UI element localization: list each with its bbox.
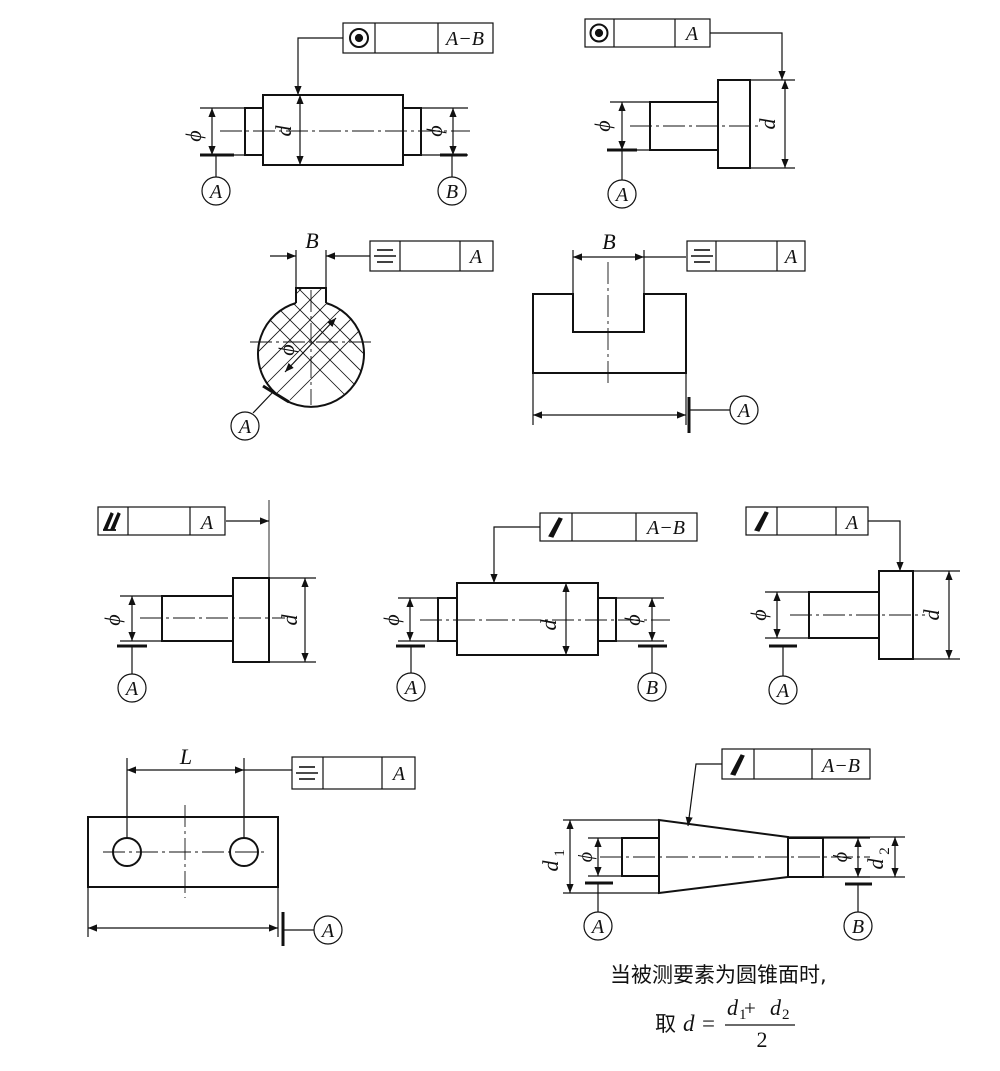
- d-label: d: [277, 614, 302, 626]
- feature-control-frame: [686, 240, 806, 272]
- datum-reference: A: [199, 512, 214, 534]
- circular-runout-icon: [548, 517, 563, 538]
- symmetry-icon: [296, 766, 318, 780]
- datum-reference: A−B: [820, 755, 860, 777]
- datum-reference: A: [468, 246, 483, 268]
- feature-control-frame: [539, 512, 698, 542]
- datum-reference: A: [391, 763, 406, 785]
- svg-text:取: 取: [655, 1012, 676, 1036]
- svg-text:d: d: [863, 858, 888, 870]
- d2-label: d 2: [863, 847, 893, 869]
- datum-reference: A: [844, 512, 859, 534]
- datum-a-label: A: [614, 184, 629, 206]
- concentricity-icon: [349, 28, 369, 48]
- cone-note-text: 当被测要素为圆锥面时,: [610, 963, 827, 987]
- svg-text:1: 1: [739, 1007, 747, 1023]
- figure-cone-runout-a-b: [563, 748, 905, 941]
- phi-label: ϕ: [620, 614, 645, 625]
- feature-control-frame: [97, 506, 226, 536]
- phi-label: ϕ: [590, 120, 615, 131]
- datum-reference: A: [783, 246, 798, 268]
- circular-runout-icon: [754, 511, 769, 532]
- symmetry-icon: [374, 249, 396, 263]
- datum-a-label: A: [124, 678, 139, 700]
- d-label: d: [755, 118, 780, 130]
- phi-label: ϕ: [379, 614, 404, 625]
- feature-control-frame: [745, 506, 869, 536]
- datum-a-label: A: [403, 677, 418, 699]
- cone-formula: 取 d = d 1 + d 2 2: [655, 995, 790, 1052]
- svg-text:2: 2: [782, 1007, 790, 1023]
- datum-reference: A: [684, 23, 699, 45]
- datum-a-label: A: [775, 680, 790, 702]
- figure-shaft-concentricity-a-b: [200, 22, 494, 206]
- svg-text:1: 1: [552, 849, 568, 857]
- slot-width-label: B: [305, 228, 318, 253]
- svg-text:+: +: [744, 996, 756, 1020]
- figure-slot-symmetry: [532, 240, 806, 433]
- svg-text:d: d: [727, 995, 739, 1020]
- concentricity-icon: [589, 23, 609, 43]
- phi-label: ϕ: [746, 609, 771, 620]
- figure-plate-holes-symmetry: [87, 756, 416, 946]
- svg-text:2: 2: [877, 847, 893, 855]
- datum-reference: A−B: [444, 28, 484, 50]
- feature-control-frame: [369, 240, 494, 272]
- feature-control-frame: [584, 18, 711, 48]
- total-runout-icon: [103, 512, 121, 531]
- figure-shaft-runout-a-b: [396, 512, 698, 702]
- datum-b-label: B: [446, 181, 458, 203]
- phi-label: ϕ: [274, 344, 299, 355]
- datum-b-label: B: [646, 677, 658, 699]
- svg-text:d: d: [770, 995, 782, 1020]
- phi-label: ϕ: [422, 125, 447, 136]
- datum-b-label: B: [852, 916, 864, 938]
- datum-a-label: A: [736, 400, 751, 422]
- hole-spacing-label: L: [179, 744, 192, 769]
- phi-label: ϕ: [100, 614, 125, 625]
- figure-step-concentricity-a: [584, 18, 795, 209]
- phi-label: ϕ: [181, 130, 206, 141]
- svg-text:d: d: [538, 860, 563, 872]
- svg-text:2: 2: [757, 1027, 768, 1052]
- svg-text:d: d: [683, 1011, 695, 1036]
- symmetry-icon: [691, 249, 713, 263]
- figure-face-total-runout: [97, 500, 316, 703]
- datum-reference: A−B: [645, 517, 685, 539]
- figure-step-runout-a: [745, 506, 960, 705]
- phi-label: ϕ: [575, 852, 597, 862]
- figure-keyway-symmetry: [230, 240, 494, 441]
- d-label: d: [536, 619, 561, 631]
- feature-control-frame: [721, 748, 871, 780]
- datum-a-label: A: [237, 416, 252, 438]
- d1-label: d 1: [538, 849, 568, 871]
- datum-a-label: A: [320, 920, 335, 942]
- phi-label: ϕ: [830, 852, 852, 862]
- d-label: d: [271, 125, 296, 137]
- feature-control-frame: [342, 22, 494, 54]
- svg-text:=: =: [702, 1011, 715, 1036]
- datum-a-label: A: [590, 916, 605, 938]
- slot-width-label: B: [602, 229, 615, 254]
- datum-a-label: A: [208, 181, 223, 203]
- d-label: d: [919, 609, 944, 621]
- circular-runout-icon: [730, 754, 745, 776]
- feature-control-frame: [291, 756, 416, 790]
